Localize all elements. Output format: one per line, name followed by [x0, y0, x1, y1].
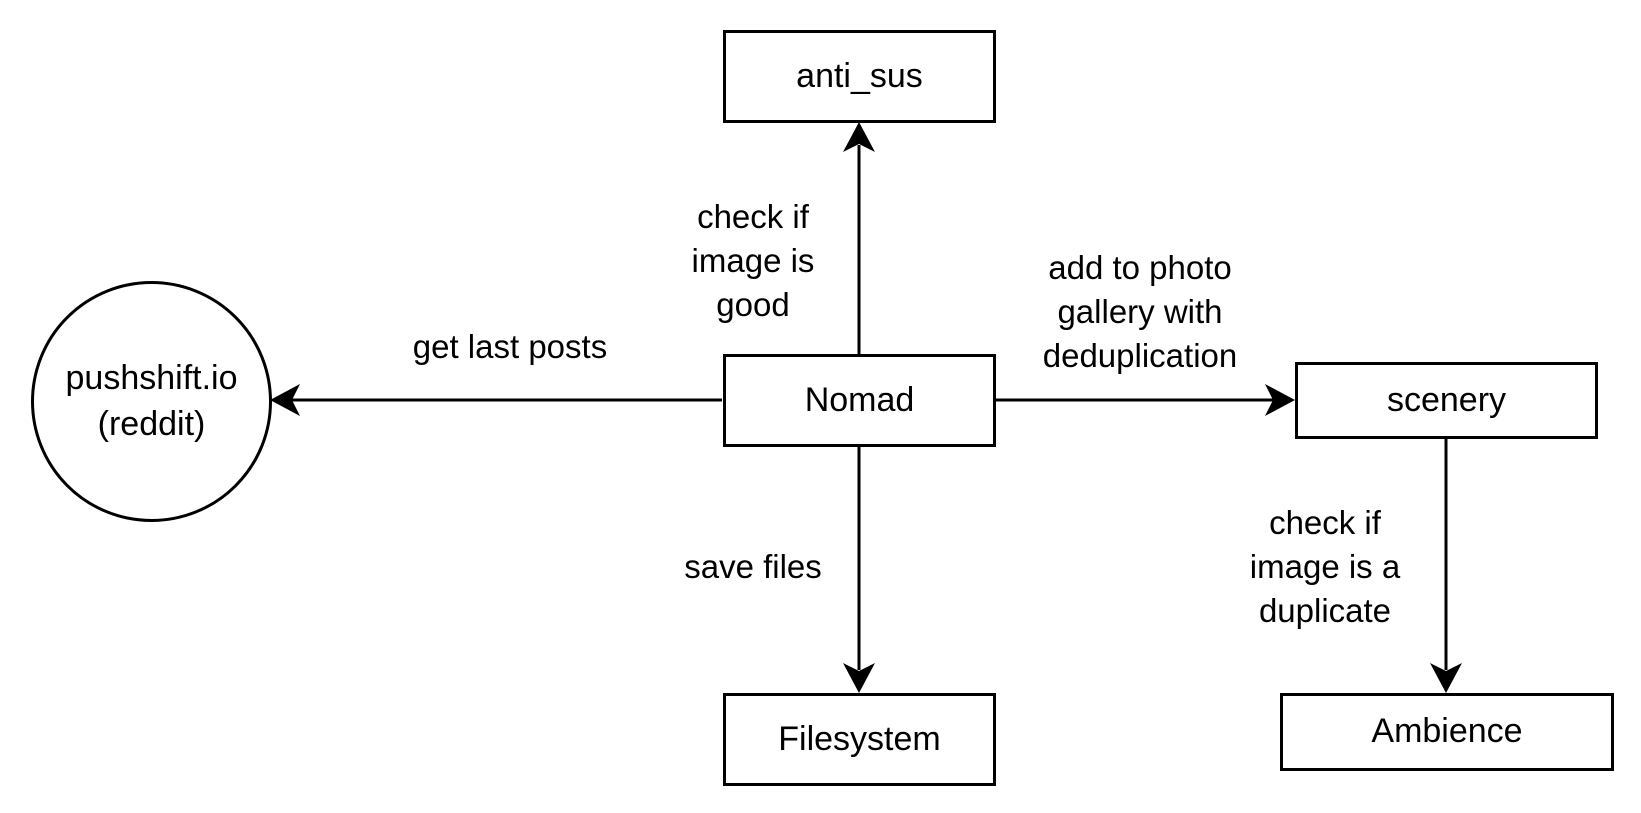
edge-label-check-duplicate: check if image is a duplicate	[1225, 501, 1425, 633]
node-scenery[interactable]: scenery	[1295, 362, 1598, 439]
arrowhead-filesystem	[843, 663, 875, 693]
edge-label-check-good: check if image is good	[663, 195, 843, 327]
node-anti-sus[interactable]: anti_sus	[723, 30, 996, 123]
node-pushshift-line2: (reddit)	[97, 404, 206, 443]
edge-label-check-good-line1: check if	[697, 198, 809, 235]
edge-label-save-files: save files	[663, 545, 843, 589]
edge-label-add-gallery-line2: gallery with	[1057, 293, 1223, 330]
edge-label-get-last-posts: get last posts	[380, 325, 640, 369]
node-pushshift-label: pushshift.io (reddit)	[66, 356, 238, 448]
arrowhead-ambience	[1430, 663, 1462, 693]
edge-label-add-gallery-line3: deduplication	[1042, 337, 1238, 374]
node-ambience[interactable]: Ambience	[1280, 693, 1614, 771]
edge-label-check-duplicate-line3: duplicate	[1258, 592, 1392, 629]
edge-label-check-good-line2: image is	[691, 242, 815, 279]
node-nomad[interactable]: Nomad	[723, 354, 996, 447]
node-anti-sus-label: anti_sus	[796, 56, 923, 95]
arrowhead-scenery	[1265, 384, 1295, 416]
arrowhead-anti-sus	[843, 122, 875, 152]
node-pushshift[interactable]: pushshift.io (reddit)	[31, 281, 272, 522]
edge-label-add-gallery: add to photo gallery with deduplication	[1010, 246, 1270, 378]
arrowhead-pushshift	[270, 384, 300, 416]
edge-label-add-gallery-line1: add to photo	[1048, 249, 1232, 286]
edge-label-check-good-line3: good	[716, 286, 790, 323]
node-filesystem-label: Filesystem	[778, 719, 941, 758]
edge-label-save-files-line1: save files	[684, 548, 822, 585]
edge-label-check-duplicate-line1: check if	[1269, 504, 1381, 541]
edge-label-check-duplicate-line2: image is a	[1249, 548, 1401, 585]
node-scenery-label: scenery	[1386, 380, 1507, 419]
node-filesystem[interactable]: Filesystem	[723, 693, 996, 786]
edge-label-get-last-posts-line1: get last posts	[412, 328, 608, 365]
node-nomad-label: Nomad	[804, 380, 915, 419]
node-ambience-label: Ambience	[1371, 712, 1523, 751]
node-pushshift-line1: pushshift.io	[65, 358, 238, 397]
